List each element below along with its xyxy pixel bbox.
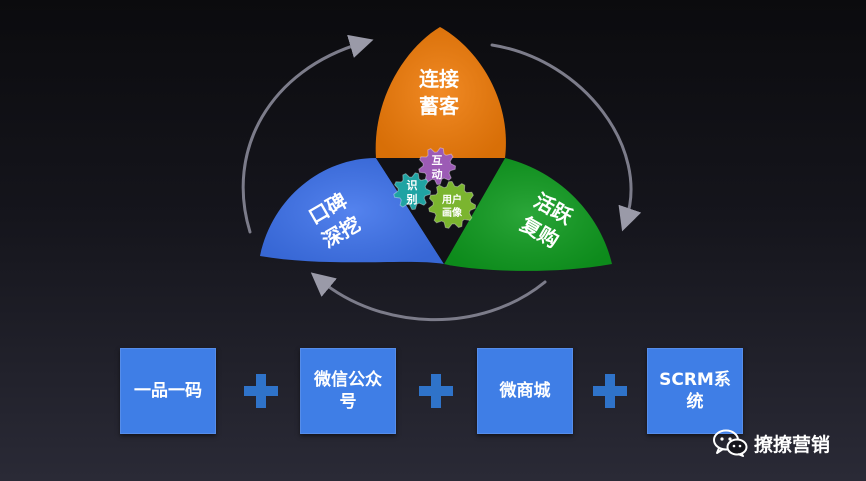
plus-icon xyxy=(419,374,453,408)
gear-icon xyxy=(393,172,432,211)
plus-icon xyxy=(593,374,627,408)
gear-interact-label-line: 互 xyxy=(432,154,443,167)
petal-top-shade xyxy=(375,27,506,158)
box-scrm-system: SCRM系统 xyxy=(647,348,743,434)
petal-left-shade xyxy=(260,158,444,264)
box-label: 一品一码 xyxy=(134,381,202,401)
gear-identify-label-line: 识 xyxy=(407,179,418,192)
brand-name: 撩撩营销 xyxy=(754,433,831,456)
cycle-arrow-right xyxy=(490,43,642,232)
gear-user-profile-label-line: 用户 xyxy=(441,193,462,206)
gear-user-profile-label-line: 画像 xyxy=(442,206,463,219)
box-wechat-official-account: 微信公众号 xyxy=(300,348,396,434)
petal-right-shade xyxy=(444,158,612,271)
wechat-icon xyxy=(713,429,748,457)
petal-top-label-line: 蓄客 xyxy=(419,94,460,118)
gear-icon xyxy=(428,180,477,229)
box-one-product-one-code: 一品一码 xyxy=(120,348,216,434)
box-label: 微商城 xyxy=(499,381,551,401)
cycle-arrows xyxy=(241,34,642,322)
gear-identify: 识别 xyxy=(393,172,432,211)
brand-watermark: 撩撩营销 xyxy=(712,428,830,458)
plus-icon xyxy=(244,374,278,408)
petal-top-label-line: 连接 xyxy=(419,67,459,91)
box-micro-mall: 微商城 xyxy=(477,348,573,434)
gear-interact-label-line: 动 xyxy=(432,167,443,181)
gear-icon xyxy=(418,147,457,186)
gear-identify-label-line: 别 xyxy=(406,192,418,206)
gear-interact: 互动 xyxy=(418,147,457,186)
box-label: SCRM系统 xyxy=(659,370,731,412)
cycle-arrow-bottom xyxy=(310,272,547,322)
cycle-arrow-left xyxy=(241,34,374,234)
box-label: 微信公众号 xyxy=(314,370,382,412)
